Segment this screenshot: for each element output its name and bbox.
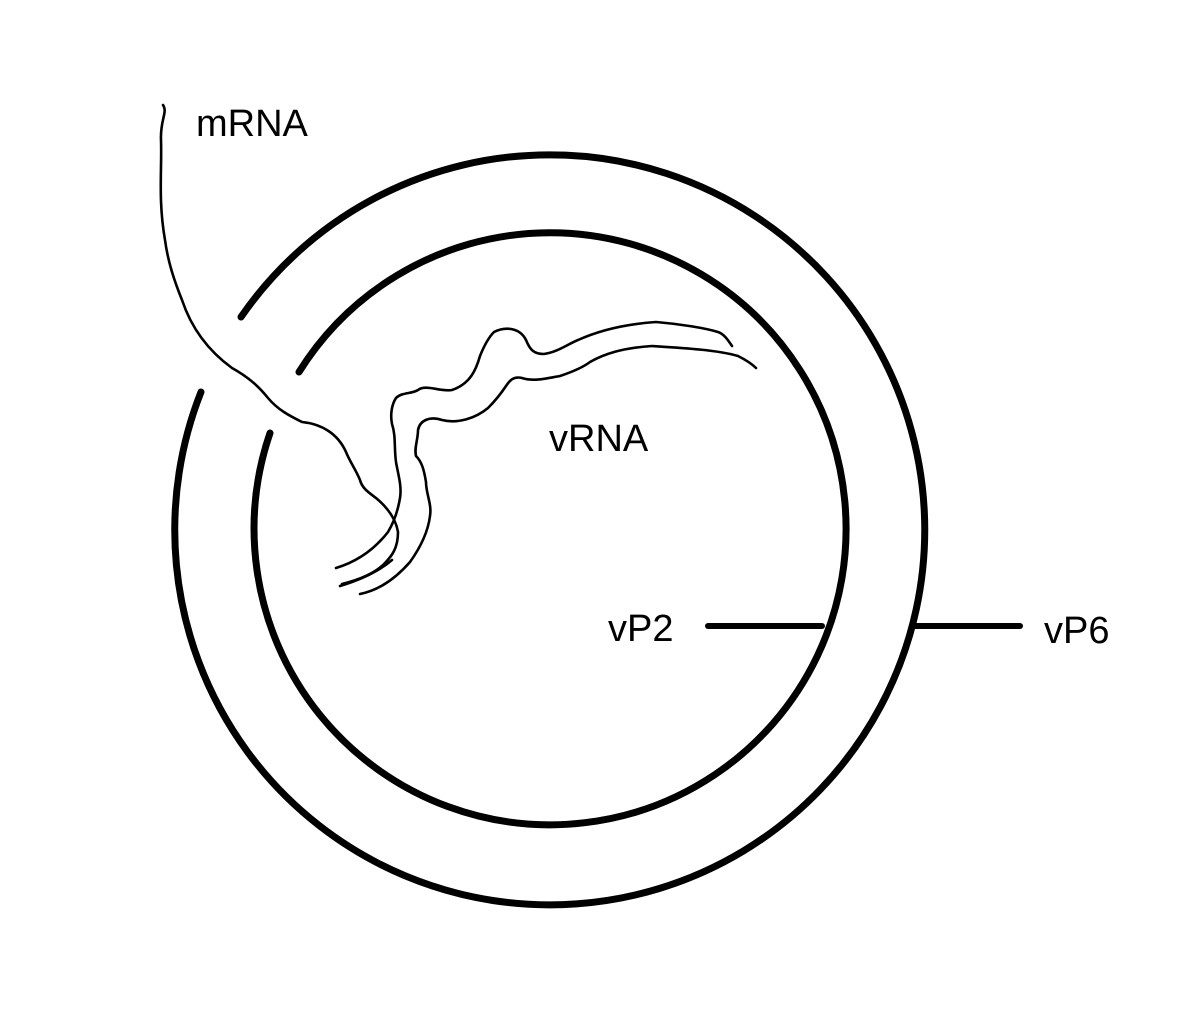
outer-capsid-shell-vp6 xyxy=(171,151,929,909)
vrna-strand-lower xyxy=(358,344,758,596)
mrna-label: mRNA xyxy=(196,103,309,145)
mrna-strand xyxy=(159,103,400,586)
vrna-label: vRNA xyxy=(549,418,649,460)
vp2-label: vP2 xyxy=(608,608,673,650)
vp6-label: vP6 xyxy=(1044,610,1109,652)
vrna-strand-upper xyxy=(334,320,734,570)
vrna-strand-tail xyxy=(338,558,394,588)
inner-core-shell-vp2 xyxy=(250,229,850,829)
